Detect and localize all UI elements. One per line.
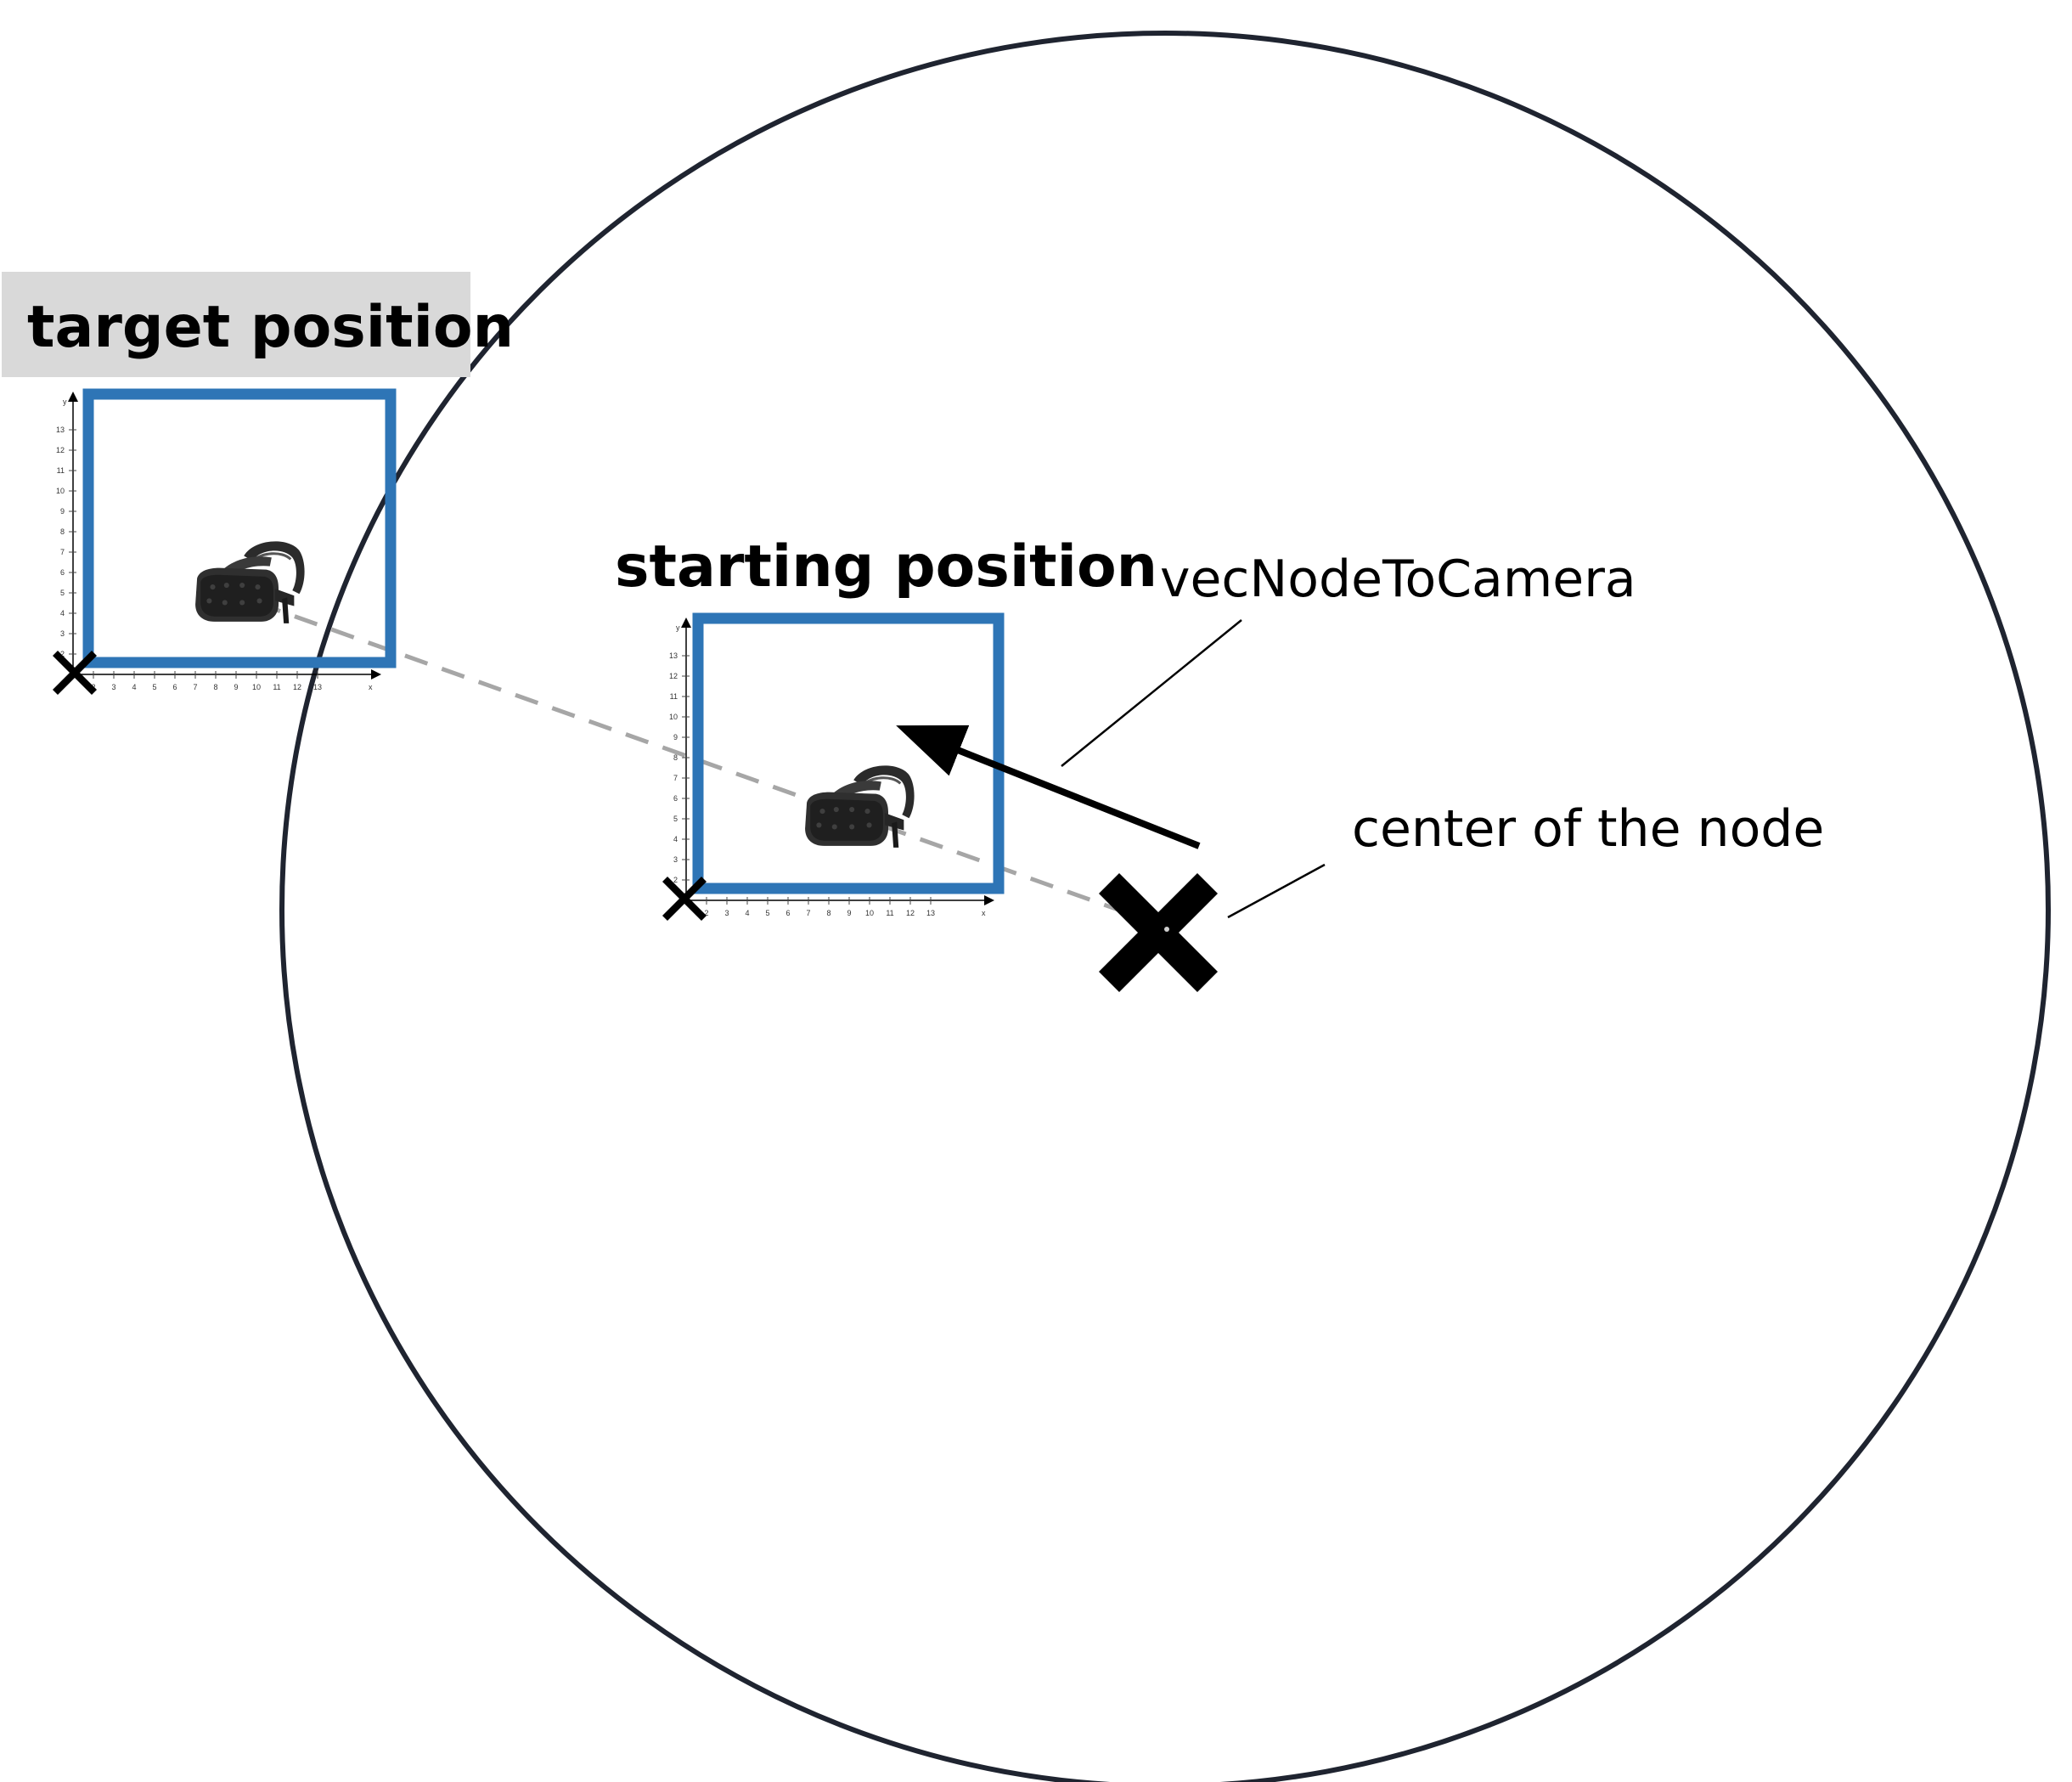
- grid-x-tick-label: 11: [886, 909, 893, 917]
- grid-y-tick-label: 13: [56, 426, 65, 434]
- grid-y-tick-label: 12: [56, 446, 65, 454]
- grid-y-tick-label: 7: [60, 548, 65, 556]
- vector-callout-line: [1061, 619, 1242, 767]
- grid-y-tick-label: 3: [60, 629, 65, 638]
- grid-x-tick-label: 12: [906, 909, 915, 917]
- vr-headset-icon: [194, 539, 307, 625]
- grid-y-tick-label: 13: [669, 651, 678, 660]
- target-position-group: target position 2 3 4 5 6 7 8 9 10 11 12 13 y 2 3 4 5 6 7…: [2, 272, 514, 695]
- grid-x-tick-label: 7: [806, 909, 810, 917]
- starting-grid-y-ticks: 2 3 4 5 6 7 8 9 10 11 12 13 y: [669, 623, 690, 884]
- grid-x-tick-label: 6: [172, 683, 177, 691]
- grid-y-tick-label: 3: [673, 855, 678, 864]
- center-callout-line: [1227, 863, 1326, 919]
- grid-y-tick-label: 9: [673, 733, 678, 742]
- x-mark-icon: [53, 651, 97, 695]
- grid-y-tick-label: 4: [673, 835, 678, 843]
- grid-x-tick-label: 13: [313, 683, 322, 691]
- camera-direction-dashed-line: [271, 606, 1164, 928]
- grid-y-tick-label: 10: [669, 713, 678, 721]
- vector-label: vecNodeToCamera: [1160, 550, 1636, 609]
- grid-x-tick-label: 5: [765, 909, 769, 917]
- grid-x-tick-label: 12: [293, 683, 301, 691]
- grid-y-tick-label: 6: [673, 794, 678, 803]
- grid-x-tick-label: 2: [704, 909, 708, 917]
- grid-y-tick-label: 2: [60, 650, 65, 658]
- grid-x-tick-label: 13: [926, 909, 935, 917]
- grid-x-axis-name: x: [982, 909, 986, 917]
- target-position-label: target position: [27, 294, 514, 361]
- grid-y-tick-label: 5: [673, 815, 678, 823]
- grid-y-tick-label: 11: [670, 692, 678, 701]
- grid-y-tick-label: 6: [60, 568, 65, 577]
- grid-x-tick-label: 8: [826, 909, 830, 917]
- vr-headset-icon: [803, 764, 916, 849]
- grid-x-tick-label: 9: [847, 909, 851, 917]
- node-center-x-mark-icon: [1099, 873, 1218, 992]
- grid-x-tick-label: 9: [234, 683, 238, 691]
- grid-x-tick-label: 10: [252, 683, 261, 691]
- grid-y-axis-name: y: [63, 398, 67, 406]
- starting-grid: 2 3 4 5 6 7 8 9 10 11 12 13 y 2 3 4 5 6 7 8 9 10 11 12 13 x: [669, 620, 992, 917]
- target-label-box: [2, 272, 470, 377]
- grid-x-tick-label: 5: [152, 683, 156, 691]
- starting-frame: [692, 612, 1005, 894]
- center-label: center of the node: [1352, 799, 1824, 859]
- grid-x-tick-label: 6: [785, 909, 790, 917]
- grid-y-tick-label: 10: [56, 487, 65, 495]
- starting-position-group: starting position 2 3 4 5 6 7 8 9 10 11 12 13 y 2 3 4 5…: [615, 533, 1157, 921]
- starting-grid-x-ticks: 2 3 4 5 6 7 8 9 10 11 12 13 x: [704, 897, 986, 917]
- vec-node-to-camera-arrow: [896, 725, 1201, 849]
- grid-y-axis-name: y: [676, 623, 680, 632]
- grid-x-tick-label: 4: [132, 683, 136, 691]
- target-grid: 2 3 4 5 6 7 8 9 10 11 12 13 y 2 3 4 5 6 7 8 9 10 11 12 13 x: [56, 394, 379, 691]
- grid-x-tick-label: 3: [724, 909, 729, 917]
- grid-x-tick-label: 8: [213, 683, 217, 691]
- grid-y-tick-label: 2: [673, 876, 678, 884]
- grid-x-tick-label: 7: [193, 683, 197, 691]
- grid-y-tick-label: 11: [57, 466, 65, 475]
- grid-x-tick-label: 4: [745, 909, 749, 917]
- starting-position-label: starting position: [615, 533, 1157, 601]
- grid-y-tick-label: 9: [60, 507, 65, 516]
- target-frame: [82, 388, 397, 668]
- node-boundary-circle: [279, 31, 2051, 1782]
- grid-x-tick-label: 10: [865, 909, 874, 917]
- grid-y-tick-label: 5: [60, 589, 65, 597]
- grid-y-tick-label: 12: [669, 672, 678, 680]
- grid-y-tick-label: 4: [60, 609, 65, 617]
- grid-y-tick-label: 7: [673, 774, 678, 782]
- x-mark-icon: [662, 877, 707, 921]
- target-grid-y-ticks: 2 3 4 5 6 7 8 9 10 11 12 13 y: [56, 398, 76, 658]
- grid-x-axis-name: x: [369, 683, 373, 691]
- grid-x-tick-label: 3: [111, 683, 115, 691]
- grid-x-tick-label: 11: [273, 683, 280, 691]
- grid-y-tick-label: 8: [673, 753, 678, 762]
- grid-y-tick-label: 8: [60, 527, 65, 536]
